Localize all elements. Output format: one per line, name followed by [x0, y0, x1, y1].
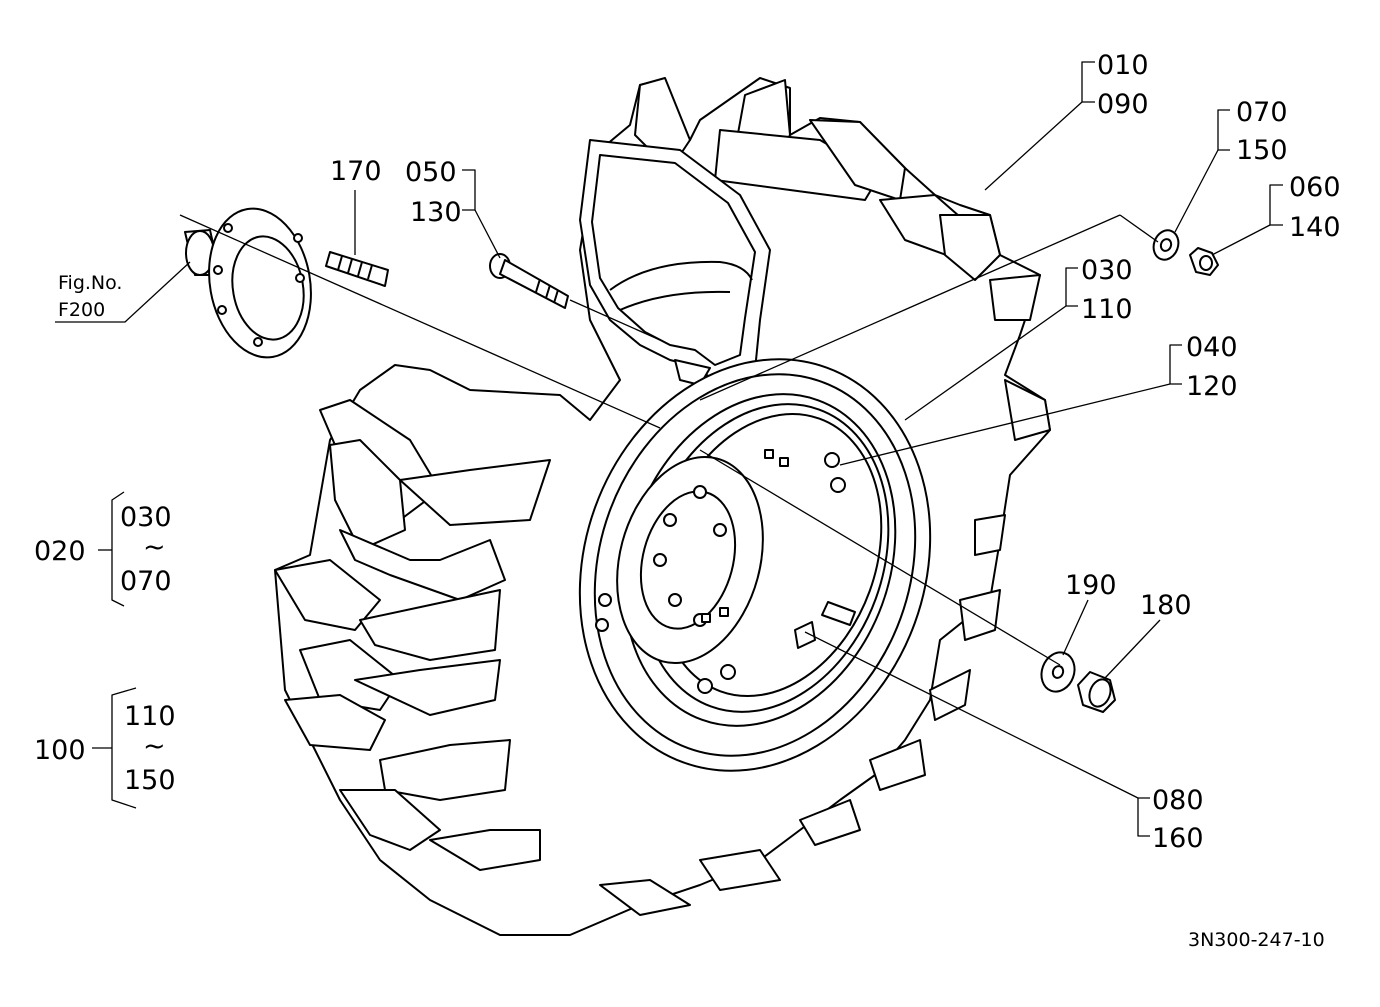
label-150: 150	[1236, 135, 1288, 166]
nut-180	[1077, 671, 1116, 713]
label-050: 050	[405, 157, 457, 188]
group-100-tilde: ~	[143, 731, 166, 762]
group-100-id: 100	[34, 735, 86, 766]
group-100-to: 150	[124, 765, 176, 796]
hub-flange	[184, 207, 312, 359]
fig-ref-line2: F200	[58, 299, 105, 321]
group-100-from: 110	[124, 701, 176, 732]
washer-190	[1040, 651, 1076, 693]
bolt-050	[489, 253, 569, 309]
label-090: 090	[1097, 89, 1149, 120]
labels: Fig.No. F200 010 090 070 150 060 140 030…	[34, 50, 1341, 951]
label-170: 170	[330, 156, 382, 187]
label-140: 140	[1289, 212, 1341, 243]
drawing-number: 3N300-247-10	[1188, 929, 1325, 951]
leader-lines	[55, 61, 1283, 837]
label-060: 060	[1289, 172, 1341, 203]
wheel-disc	[578, 358, 932, 772]
fig-ref-line1: Fig.No.	[58, 272, 122, 294]
stud-170	[325, 251, 389, 287]
label-040: 040	[1186, 332, 1238, 363]
label-110: 110	[1081, 294, 1133, 325]
washer-070	[1152, 229, 1180, 261]
group-020-tilde: ~	[143, 532, 166, 563]
label-180: 180	[1140, 590, 1192, 621]
label-190: 190	[1065, 570, 1117, 601]
group-020-to: 070	[120, 566, 172, 597]
nut-060	[1189, 247, 1219, 276]
label-120: 120	[1186, 371, 1238, 402]
label-080: 080	[1152, 785, 1204, 816]
label-030: 030	[1081, 255, 1133, 286]
label-070: 070	[1236, 97, 1288, 128]
group-020-from: 030	[120, 502, 172, 533]
group-020-id: 020	[34, 536, 86, 567]
label-010: 010	[1097, 50, 1149, 81]
tire-cross-section	[579, 139, 771, 386]
label-160: 160	[1152, 823, 1204, 854]
label-130: 130	[410, 197, 462, 228]
